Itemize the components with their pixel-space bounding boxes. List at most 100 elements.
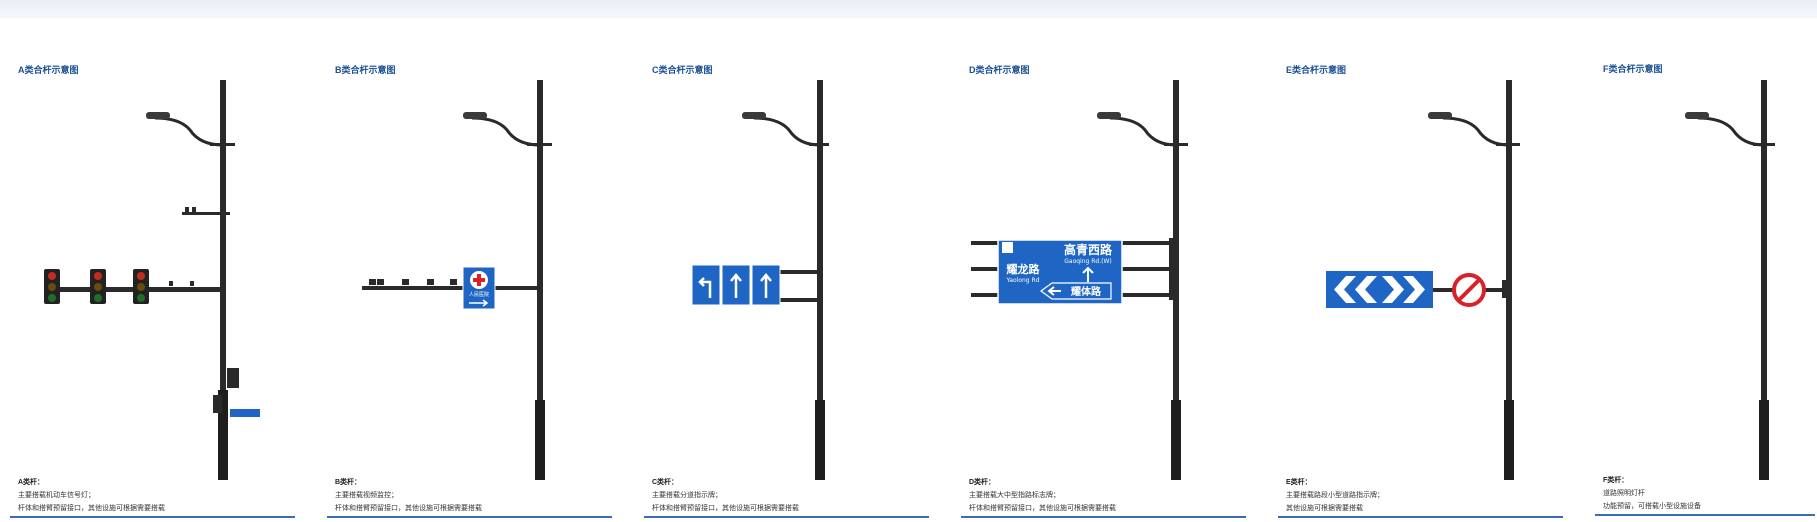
lane-sign-straight [751, 264, 781, 306]
arrow-up-icon [1082, 266, 1094, 282]
arm-clamp [1502, 280, 1512, 298]
lane-sign-straight [721, 264, 751, 306]
pole-base [1759, 400, 1769, 480]
caption-head: D类杆： [969, 479, 996, 486]
hospital-sign-text: 人民医院 [469, 291, 489, 298]
pole-base [535, 400, 545, 480]
pole-a-illustration [44, 80, 260, 480]
sign-marker-icon [1002, 242, 1013, 253]
caption-line: 功能预留，可搭载小型设施设备 [1603, 503, 1701, 510]
road-name-en: Yaolong Rd [1005, 277, 1039, 284]
panel-title: E类合杆示意图 [1286, 65, 1347, 75]
arm-clamp [1169, 238, 1179, 300]
caption-head: B类杆： [335, 479, 362, 486]
panel-a: A类合杆示意图 A类杆： 主要搭载机动车信号灯； 杆体和搭臂预留接口，其他 [0, 0, 300, 522]
panel-b: B类合杆示意图 人民医院 B类杆： 主要搭载视频监控； 杆体和搭臂预留接口，其他… [317, 0, 617, 522]
caption-line: 杆体和搭臂预留接口，其他设施可根据需要搭载 [18, 505, 165, 512]
lamp-crossbar [1164, 143, 1188, 146]
lamp-arm [1442, 116, 1510, 147]
caption-line: 道路照明灯杆 [1603, 490, 1645, 497]
caption-line: 主要搭载分道指示牌； [652, 492, 722, 499]
sign-arm-upper [774, 270, 820, 274]
lamp-arm [753, 116, 821, 147]
panel-e: E类合杆示意图 E类杆： 主要搭载路段小型道路指示牌； 其他设施可根据需要搭载 [1268, 0, 1568, 522]
panel-title: D类合杆示意图 [969, 65, 1030, 75]
panel-underline [1595, 514, 1815, 516]
pole-e-illustration [1326, 80, 1520, 480]
pole [817, 80, 823, 480]
camera-icon [192, 207, 196, 213]
caption-line: 杆体和搭臂预留接口，其他设施可根据需要搭载 [969, 505, 1116, 512]
pole-b-illustration: 人民医院 [362, 80, 552, 480]
panel-caption: F类杆： 道路照明灯杆 功能预留，可搭载小型设施设备 [1603, 474, 1701, 513]
chevron-left-icon [1334, 276, 1356, 303]
camera-icon [427, 279, 434, 285]
pole [1761, 80, 1767, 480]
panel-underline [644, 516, 929, 518]
pole-base [1504, 400, 1514, 480]
pole-base [815, 400, 825, 480]
caption-line: 主要搭载路段小型道路指示牌； [1286, 492, 1384, 499]
lamp-arm [154, 116, 224, 147]
panel-caption: E类杆： 主要搭载路段小型道路指示牌； 其他设施可根据需要搭载 [1286, 476, 1384, 515]
caption-head: A类杆： [18, 479, 45, 486]
camera-icon [369, 279, 376, 285]
panel-f: F类合杆示意图 F类杆： 道路照明灯杆 功能预留，可搭载小型设施设备 [1585, 0, 1817, 522]
lamp-crossbar [1753, 143, 1775, 146]
sensor-icon [190, 281, 194, 286]
traffic-light-icon [44, 269, 60, 304]
camera-icon [185, 207, 189, 213]
street-lamp-icon [1097, 112, 1121, 119]
panel-caption: C类杆： 主要搭载分道指示牌； 杆体和搭臂预留接口，其他设施可根据需要搭载 [652, 476, 799, 515]
pole-c-illustration [691, 80, 829, 480]
camera-icon [402, 279, 409, 285]
small-street-sign [230, 409, 260, 417]
camera-arm [362, 286, 542, 290]
chevron-left-icon [1355, 276, 1377, 303]
lamp-arm [471, 116, 541, 147]
lamp-crossbar [527, 143, 552, 146]
chevron-right-icon [1382, 276, 1404, 303]
pedestrian-button-box [213, 395, 222, 413]
lamp-crossbar [1496, 143, 1520, 146]
panel-underline [10, 516, 295, 518]
street-lamp-icon [463, 112, 487, 119]
panel-title: C类合杆示意图 [652, 65, 713, 75]
panel-title: A类合杆示意图 [18, 65, 79, 75]
pole-f-illustration [1685, 80, 1775, 480]
camera-bracket [182, 212, 230, 215]
traffic-light-icon [90, 269, 106, 304]
panel-underline [1278, 516, 1563, 518]
road-name-cn: 耀龙路 [1007, 262, 1041, 276]
caption-line: 主要搭载大中型指路标志牌； [969, 492, 1060, 499]
control-box [227, 368, 239, 388]
pole [220, 80, 226, 480]
panel-underline [327, 516, 612, 518]
street-lamp-icon [1428, 112, 1452, 119]
lamp-crossbar [809, 143, 829, 146]
pole-base [1171, 400, 1181, 480]
street-lamp-icon [1685, 112, 1709, 119]
panel-caption: D类杆： 主要搭载大中型指路标志牌； 杆体和搭臂预留接口，其他设施可根据需要搭载 [969, 476, 1116, 515]
traffic-light-icon [133, 269, 149, 304]
panel-title: B类合杆示意图 [335, 65, 396, 75]
panel-underline [961, 516, 1246, 518]
road-name-cn: 高青西路 [1064, 242, 1113, 257]
caption-line: 杆体和搭臂预留接口，其他设施可根据需要搭载 [335, 505, 482, 512]
panel-d: D类合杆示意图 高青西路 Gaoqing Rd.(W) 耀龙路 Yaolong … [951, 0, 1251, 522]
sensor-icon [169, 281, 173, 286]
sign-arm-lower [774, 298, 820, 302]
camera-icon [450, 279, 457, 285]
road-name-en: Gaoqing Rd.(W) [1064, 258, 1112, 265]
top-band [0, 0, 1817, 18]
arrow-right-icon [469, 299, 489, 307]
guide-sign [997, 239, 1123, 305]
pole [537, 80, 543, 480]
lamp-crossbar [210, 143, 235, 146]
caption-head: F类杆： [1603, 477, 1629, 484]
street-lamp-icon [146, 112, 170, 119]
chevron-right-icon [1403, 276, 1425, 303]
caption-head: C类杆： [652, 479, 679, 486]
panel-c: C类合杆示意图 C类杆： 主要搭载分道指示牌； 杆体和搭臂预留接口，其他设施可根… [634, 0, 934, 522]
caption-line: 主要搭载视频监控； [335, 492, 398, 499]
